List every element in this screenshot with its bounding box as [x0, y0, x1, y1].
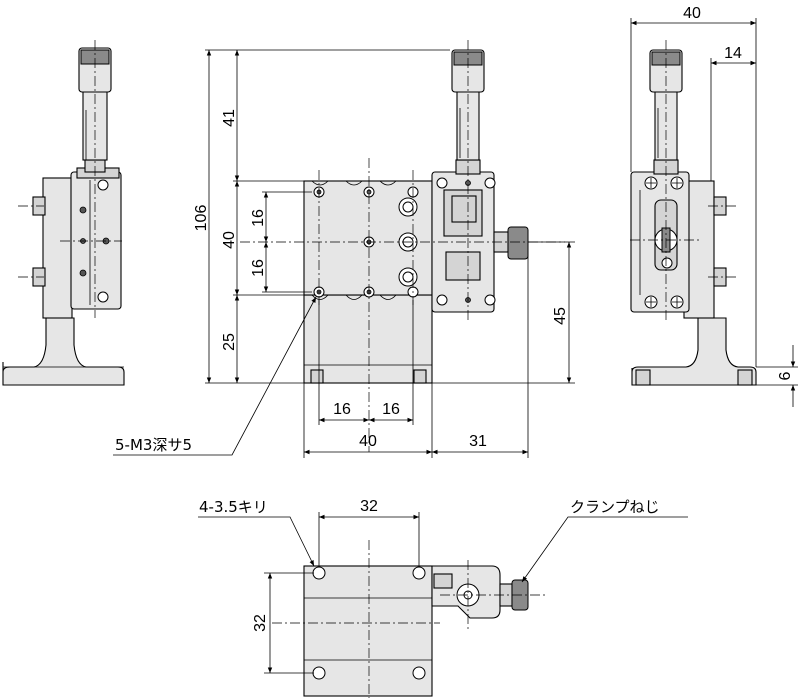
dim-25: 25: [221, 333, 238, 351]
dim-16-bottom-right: 16: [382, 401, 400, 418]
right-dimensions: [630, 18, 798, 407]
dim-41: 41: [221, 109, 238, 127]
left-side-view: [2, 40, 125, 386]
right-side-view: [630, 40, 757, 386]
dim-16-upper: 16: [250, 209, 267, 227]
dim-16-bottom-left: 16: [333, 401, 351, 418]
top-view: [272, 540, 545, 698]
dim-side-40: 40: [683, 5, 701, 22]
dim-side-14: 14: [724, 45, 742, 62]
dim-45: 45: [552, 307, 569, 325]
top-dimensions: [198, 512, 688, 674]
note-through-holes: 4-3.5キリ: [199, 498, 268, 516]
dim-top-32-horizontal: 32: [360, 498, 378, 515]
dim-31: 31: [469, 433, 487, 450]
dim-side-6: 6: [777, 371, 794, 380]
dim-106: 106: [193, 205, 210, 232]
dim-top-32-vertical: 32: [252, 614, 269, 632]
note-clamp-screw: クランプねじ: [570, 498, 660, 516]
dim-40-width: 40: [359, 433, 377, 450]
note-tapped-holes: 5-M3深サ5: [115, 436, 192, 454]
dim-40-vertical: 40: [221, 231, 238, 249]
front-dimensions: [113, 49, 575, 458]
dim-16-lower: 16: [250, 259, 267, 277]
front-view: [240, 40, 565, 452]
